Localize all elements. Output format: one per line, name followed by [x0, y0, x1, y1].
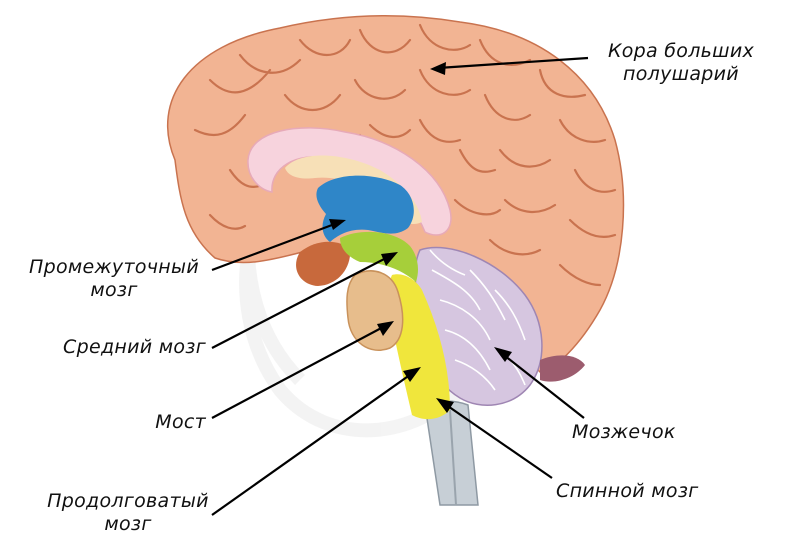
pons — [346, 270, 404, 351]
arrowhead-medulla — [403, 367, 421, 382]
label-cortex: Кора больших полушарий — [596, 40, 766, 86]
leader-lines — [211, 56, 589, 516]
arrowhead-cortex — [430, 62, 446, 75]
cerebellum — [414, 246, 585, 406]
medulla-oblongata — [388, 274, 450, 420]
leader-cerebellum — [499, 351, 585, 419]
lateral-ventricle — [285, 155, 422, 225]
hypothalamus — [296, 241, 351, 286]
label-medulla: Продолговатый мозг — [28, 490, 228, 536]
cerebellum-bridge — [540, 355, 585, 382]
label-medulla-line1: Продолговатый — [47, 490, 209, 512]
leader-midbrain — [211, 254, 393, 349]
label-spinal-cord: Спинной мозг — [556, 480, 699, 502]
midbrain — [340, 231, 418, 282]
arrow-heads — [329, 62, 512, 413]
leader-diencephalon — [211, 220, 341, 272]
leader-cortex — [437, 56, 589, 70]
label-cortex-line2: полушарий — [623, 63, 739, 85]
label-medulla-line2: мозг — [104, 513, 152, 535]
corpus-callosum — [247, 127, 452, 236]
label-midbrain: Средний мозг — [63, 336, 206, 358]
leader-medulla — [211, 371, 415, 516]
diencephalon — [316, 175, 414, 242]
spinal-canal — [449, 409, 457, 506]
leader-pons — [211, 324, 388, 419]
label-cortex-line1: Кора больших — [607, 40, 755, 62]
label-cerebellum: Мозжечок — [572, 421, 676, 443]
arrowhead-cerebellum — [494, 347, 512, 362]
arrowhead-diencephalon — [329, 219, 346, 230]
label-diencephalon: Промежуточный мозг — [14, 256, 214, 302]
cerebellum-folia — [429, 249, 526, 391]
label-diencephalon-line2: мозг — [90, 279, 138, 301]
label-diencephalon-line1: Промежуточный — [29, 256, 199, 278]
arrowhead-pons — [377, 321, 394, 336]
arrowhead-spinal-cord — [436, 398, 454, 413]
label-pons: Мост — [155, 411, 206, 433]
leader-spinal-cord — [441, 401, 553, 479]
arrowhead-midbrain — [381, 252, 398, 266]
